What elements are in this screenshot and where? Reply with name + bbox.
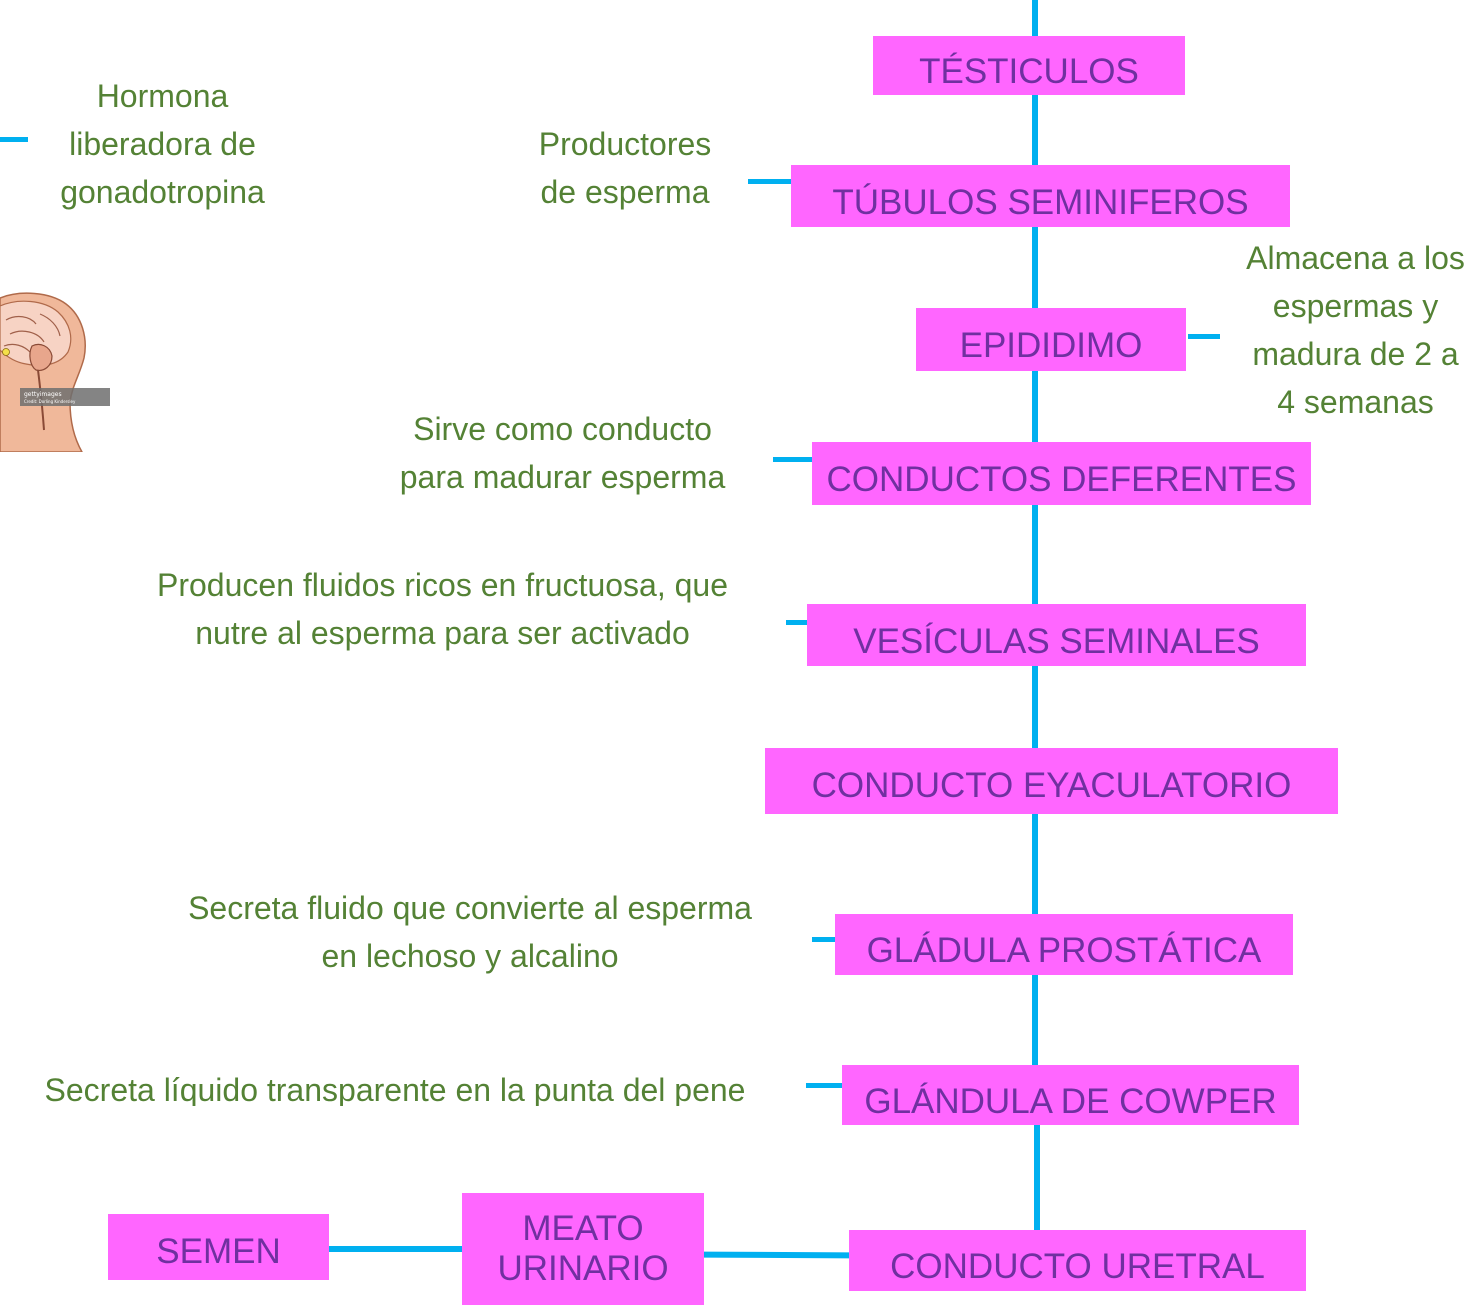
box-meato-urinario: MEATO URINARIO [462,1193,704,1305]
connector-cowper-uretral [1034,1125,1040,1231]
box-tubulos-label: TÚBULOS SEMINIFEROS [832,182,1249,222]
connector-tubulos-epididimo [1032,227,1038,309]
connector-eyaculatorio-prostatica [1032,814,1038,916]
note-productores: Productores de esperma [538,126,712,210]
box-gladula-prostatica: GLÁDULA PROSTÁTICA [835,914,1293,975]
brain-head-image: gettyimages Credit: Dorling Kindersley [0,292,110,452]
connector-vesiculas-eyaculatorio [1032,666,1038,748]
stub-secreta-liquido [806,1083,842,1088]
box-testiculos: TÉSTICULOS [873,36,1185,95]
note-almacena: Almacena a los espermas y madura de 2 a … [1246,240,1465,420]
box-meato-label: MEATO URINARIO [497,1208,669,1288]
getty-credit: Credit: Dorling Kindersley [24,399,76,404]
box-tubulos-seminiferos: TÚBULOS SEMINIFEROS [791,165,1290,227]
box-epididimo: EPIDIDIMO [916,308,1186,371]
note-producen: Producen fluidos ricos en fructuosa, que… [157,567,728,651]
box-deferentes-label: CONDUCTOS DEFERENTES [826,460,1297,500]
stub-almacena [1188,334,1220,339]
note-sirve: Sirve como conducto para madurar esperma [399,411,726,495]
box-conducto-eyaculatorio: CONDUCTO EYACULATORIO [765,748,1338,814]
box-conductos-deferentes: CONDUCTOS DEFERENTES [812,442,1311,505]
connector-deferentes-vesiculas [1032,505,1038,605]
box-vesiculas-seminales: VESÍCULAS SEMINALES [807,604,1306,666]
connector-epididimo-deferentes [1032,371,1038,443]
box-epididimo-label: EPIDIDIMO [959,326,1143,366]
connector-uretral-meato [703,1251,851,1259]
note-secreta-liquido: Secreta líquido transparente en la punta… [44,1072,746,1106]
box-uretral-label: CONDUCTO URETRAL [890,1247,1265,1287]
box-prostatica-label: GLÁDULA PROSTÁTICA [866,931,1262,971]
box-conducto-uretral: CONDUCTO URETRAL [849,1230,1306,1291]
box-semen-label: SEMEN [156,1231,281,1271]
connector-meato-semen [329,1246,464,1252]
stub-sirve [773,457,813,462]
stub-productores [748,179,792,184]
box-semen: SEMEN [108,1214,329,1280]
box-eyaculatorio-label: CONDUCTO EYACULATORIO [811,765,1292,805]
stub-producen [786,620,808,625]
box-glandula-cowper: GLÁNDULA DE COWPER [842,1065,1299,1125]
getty-watermark: gettyimages [24,391,62,398]
box-testiculos-label: TÉSTICULOS [919,52,1139,92]
note-secreta-fluido: Secreta fluido que convierte al esperma … [188,890,752,974]
connector-prostatica-cowper [1032,975,1038,1067]
box-vesiculas-label: VESÍCULAS SEMINALES [853,621,1260,661]
connector-testiculos-tubulos [1032,95,1038,167]
box-cowper-label: GLÁNDULA DE COWPER [864,1081,1277,1121]
note-hormona: Hormona liberadora de gonadotropina [60,78,265,210]
stub-secreta-fluido [812,937,836,942]
stub-hormona [0,137,28,142]
connector-top [1032,0,1038,38]
